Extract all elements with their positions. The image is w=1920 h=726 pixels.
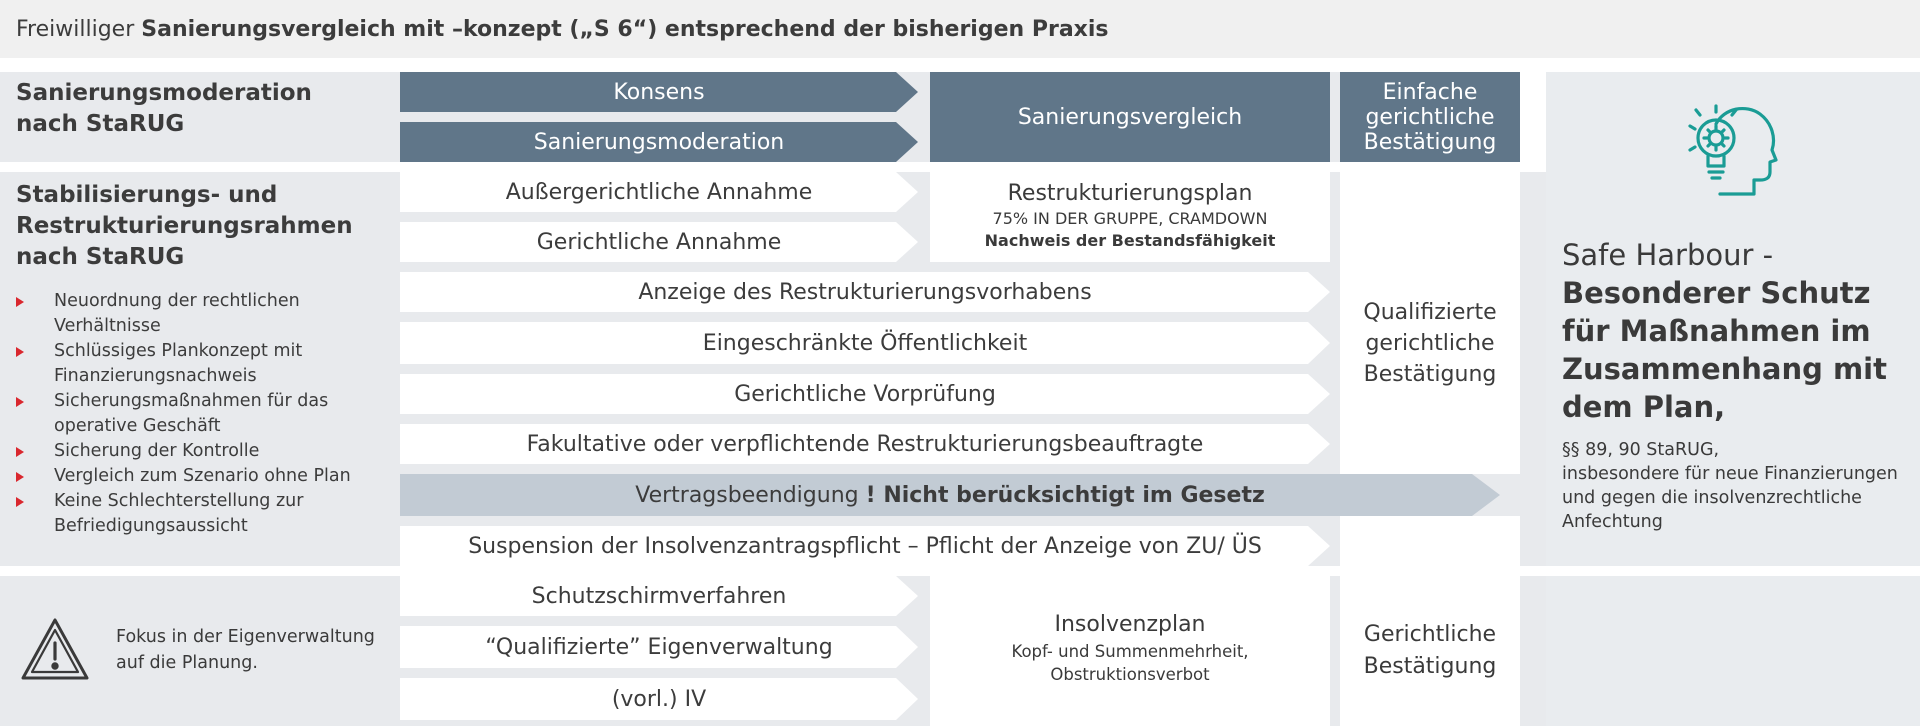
eigenverwaltung-arrow[interactable]: “Qualifizierte” Eigenverwaltung — [400, 626, 918, 668]
warning-triangle-icon — [20, 616, 90, 682]
bullet-marker — [16, 347, 24, 357]
gerichtliche-annahme-arrow[interactable]: Gerichtliche Annahme — [400, 222, 918, 262]
safe-harbour-panel — [1546, 72, 1920, 566]
safe-harbour-paragraphs: §§ 89, 90 StaRUG, — [1562, 440, 1720, 460]
vorpruefung-arrow[interactable]: Gerichtliche Vorprüfung — [400, 374, 1330, 414]
bullet-marker — [16, 447, 24, 457]
row1-label: Sanierungsmoderation nach StaRUG — [16, 80, 312, 137]
bullet-item: Keine Schlechterstellung zur Befriedigun… — [16, 489, 386, 539]
head-with-lightbulb-gear-icon — [1676, 96, 1786, 206]
restrukturierungsplan-title: Restrukturierungsplan — [1007, 181, 1253, 206]
aussergerichtliche-annahme-arrow[interactable]: Außergerichtliche Annahme — [400, 172, 918, 212]
bullet-item: Vergleich zum Szenario ohne Plan — [16, 464, 386, 489]
oeffentlichkeit-arrow[interactable]: Eingeschränkte Öffentlichkeit — [400, 322, 1330, 364]
page-title-prefix: Freiwilliger — [16, 16, 142, 42]
safe-harbour-bold: Besonderer Schutz für Maßnahmen im Zusam… — [1562, 276, 1887, 424]
fokus-text: Fokus in der Eigenverwaltung auf die Pla… — [116, 627, 375, 673]
sanierungsmoderation-label: Sanierungsmoderation — [533, 129, 785, 155]
sanierungsvergleich-box[interactable]: Sanierungsvergleich — [930, 72, 1330, 162]
eigenverwaltung-label: “Qualifizierte” Eigenverwaltung — [485, 634, 833, 660]
restrukturierungsplan-box[interactable]: Restrukturierungsplan 75% IN DER GRUPPE,… — [930, 172, 1330, 262]
page-title-bold: Sanierungsvergleich mit –konzept („S 6“)… — [141, 16, 1109, 42]
bullet-marker — [16, 397, 24, 407]
oeffentlichkeit-label: Eingeschränkte Öffentlichkeit — [702, 330, 1028, 356]
vertragsbeendigung-bold: Nicht berücksichtigt im Gesetz — [875, 482, 1265, 508]
insolvenzplan-subtitle: Kopf- und Summenmehrheit, Obstruktionsve… — [1011, 642, 1249, 684]
safe-harbour-detail: insbesondere für neue Finanzierungen und… — [1562, 464, 1898, 532]
safe-harbour-strip — [1520, 172, 1546, 566]
bullet-marker — [16, 297, 24, 307]
bullet-item: Sicherungsmaßnahmen für das operative Ge… — [16, 389, 386, 439]
vertragsbeendigung-text: Vertragsbeendigung ! Nicht berücksichtig… — [635, 482, 1265, 508]
gerichtliche-annahme-label: Gerichtliche Annahme — [536, 229, 782, 255]
page-title: Freiwilliger Sanierungsvergleich mit –ko… — [0, 0, 1920, 58]
vorpruefung-label: Gerichtliche Vorprüfung — [734, 381, 996, 407]
vorl-iv-label: (vorl.) IV — [611, 686, 707, 712]
sanierungsvergleich-label: Sanierungsvergleich — [1017, 104, 1243, 130]
row3-right-panel — [1546, 576, 1920, 726]
aussergerichtliche-annahme-label: Außergerichtliche Annahme — [505, 179, 813, 205]
safe-harbour-title: Safe Harbour - — [1562, 238, 1774, 272]
bullet-item: Neuordnung der rechtlichen Verhältnisse — [16, 289, 386, 339]
suspension-label: Suspension der Insolvenzantragspflicht –… — [468, 533, 1262, 559]
vorl-iv-arrow[interactable]: (vorl.) IV — [400, 678, 918, 720]
qualifizierte-bestaetigung-tail — [1340, 516, 1520, 566]
gerichtliche-bestaetigung-label: Gerichtliche Bestätigung — [1363, 622, 1497, 679]
insolvenzplan-box[interactable]: Insolvenzplan Kopf- und Summenmehrheit, … — [930, 576, 1330, 726]
bullet-marker — [16, 497, 24, 507]
einfache-bestaetigung-label: Einfache gerichtliche Bestätigung — [1363, 79, 1497, 155]
konsens-arrow[interactable]: Konsens — [400, 72, 918, 112]
row2-bullet-list: Neuordnung der rechtlichen Verhältnisse … — [16, 289, 386, 539]
konsens-label: Konsens — [613, 79, 705, 105]
bullet-item: Sicherung der Kontrolle — [16, 439, 386, 464]
beauftragte-label: Fakultative oder verpflichtende Restrukt… — [526, 431, 1204, 457]
exclamation-mark: ! — [865, 482, 876, 508]
beauftragte-arrow[interactable]: Fakultative oder verpflichtende Restrukt… — [400, 424, 1330, 464]
restrukturierungsplan-subtitle: 75% IN DER GRUPPE, CRAMDOWN — [992, 209, 1268, 228]
schutzschirm-arrow[interactable]: Schutzschirmverfahren — [400, 576, 918, 616]
insolvenzplan-title: Insolvenzplan — [1054, 612, 1206, 637]
anzeige-label: Anzeige des Restrukturierungsvorhabens — [638, 279, 1092, 305]
suspension-arrow[interactable]: Suspension der Insolvenzantragspflicht –… — [400, 526, 1330, 566]
qualifizierte-bestaetigung-label: Qualifizierte gerichtliche Bestätigung — [1363, 299, 1497, 387]
gerichtliche-bestaetigung-box[interactable]: Gerichtliche Bestätigung — [1340, 576, 1520, 726]
anzeige-arrow[interactable]: Anzeige des Restrukturierungsvorhabens — [400, 272, 1330, 312]
schutzschirm-label: Schutzschirmverfahren — [531, 583, 787, 609]
vertragsbeendigung-arrow[interactable]: Vertragsbeendigung ! Nicht berücksichtig… — [400, 474, 1500, 516]
bullet-marker — [16, 472, 24, 482]
sanierungsmoderation-arrow[interactable]: Sanierungsmoderation — [400, 122, 918, 162]
bullet-item: Schlüssiges Plankonzept mit Finanzierung… — [16, 339, 386, 389]
qualifizierte-bestaetigung-box[interactable]: Qualifizierte gerichtliche Bestätigung — [1340, 172, 1520, 474]
row2-label: Stabilisierungs- und Restrukturierungsra… — [16, 182, 353, 270]
restrukturierungsplan-bold: Nachweis der Bestandsfähigkeit — [984, 231, 1276, 250]
row1-label-panel — [0, 72, 400, 162]
einfache-bestaetigung-box[interactable]: Einfache gerichtliche Bestätigung — [1340, 72, 1520, 162]
